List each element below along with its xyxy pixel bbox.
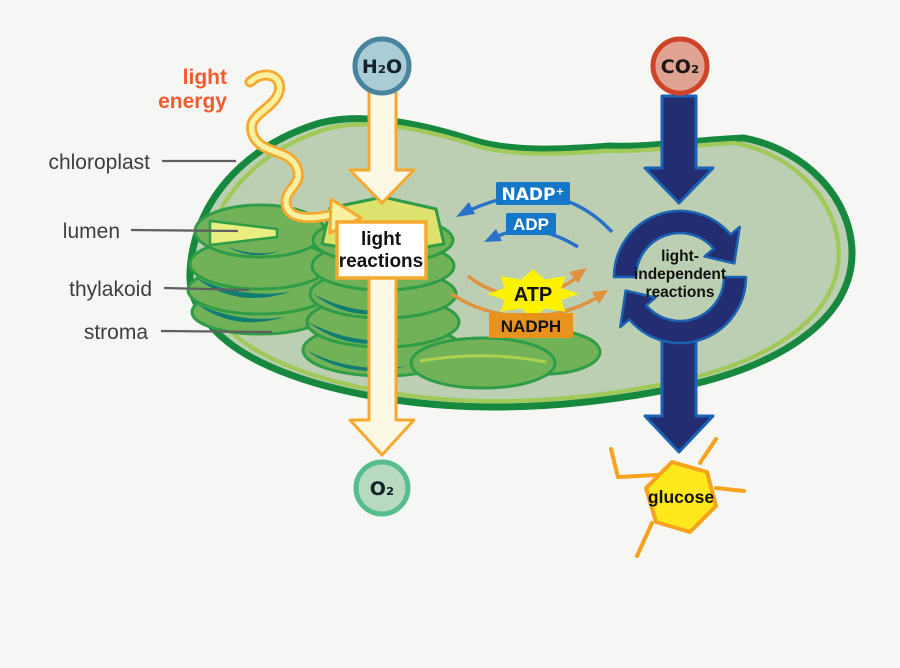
- light-reactions-label-line2: reactions: [339, 251, 423, 272]
- glucose-bond: [698, 437, 718, 465]
- o2-molecule: O₂: [353, 459, 411, 517]
- light-energy-label-line1: light: [183, 66, 227, 89]
- o2-molecule-badge: [353, 459, 411, 517]
- adp-return-arrowhead-icon: [484, 229, 502, 242]
- light-independent-label-line1: light-: [661, 248, 699, 265]
- nadph-label: NADPH: [501, 317, 561, 336]
- co2-molecule: CO₂: [650, 36, 710, 96]
- atp-forward-arrowhead-icon: [569, 268, 587, 283]
- nadph-forward-arrowhead-icon: [592, 290, 608, 304]
- light-energy-wave-arrow: [244, 69, 363, 235]
- light-energy-label-line2: energy: [158, 90, 227, 113]
- nadp-label: NADP⁺: [502, 185, 565, 205]
- calvin-cycle: light- independent reactions: [612, 209, 748, 345]
- co2-label: CO₂: [661, 56, 699, 78]
- pointer-line-thylakoid: [163, 286, 250, 292]
- light-independent-label-line2: independent: [634, 266, 726, 283]
- oxygen-output-arrow: [348, 276, 416, 457]
- glucose-bond: [609, 447, 659, 479]
- h2o-label: H₂O: [362, 56, 402, 78]
- thylakoid-disc-highlight: [419, 354, 547, 364]
- thylakoid-shadow: [306, 350, 408, 371]
- cycle-arrow-bottom: [619, 275, 748, 345]
- glucose-hexagon: [644, 460, 718, 534]
- carrier-return-arrows: NADP⁺ ADP: [456, 182, 614, 249]
- thylakoid-shadow: [196, 278, 290, 299]
- h2o-molecule: H₂O: [352, 36, 412, 96]
- water-input-arrow: [348, 89, 416, 205]
- adp-label: ADP: [513, 215, 549, 234]
- light-reactions-box: [335, 220, 428, 280]
- thylakoid-shadow: [228, 247, 280, 256]
- wave-core: [247, 72, 337, 221]
- glucose-output-arrow: [643, 337, 715, 454]
- label-stroma: stroma: [84, 321, 149, 344]
- atp-label: ATP: [514, 284, 553, 306]
- glucose-bond: [714, 486, 746, 493]
- light-reactions: light reactions: [335, 220, 428, 280]
- light-reactions-label-line1: light: [361, 229, 402, 250]
- pointer-line-lumen: [130, 228, 239, 233]
- part-labels: chloroplast lumen thylakoid stroma: [48, 151, 273, 344]
- adp-badge: [506, 213, 556, 235]
- free-thylakoid-discs: [409, 328, 602, 390]
- thylakoid-shadow: [308, 322, 402, 344]
- nadp-return-arrowhead-icon: [456, 202, 475, 217]
- label-lumen: lumen: [63, 220, 120, 243]
- thylakoid-shadow: [197, 304, 285, 323]
- lumen-wedge: [208, 219, 279, 247]
- carrier-forward-arrows: ATP NADPH: [450, 268, 608, 338]
- o2-label: O₂: [370, 478, 394, 500]
- glucose-label: glucose: [648, 487, 714, 507]
- co2-molecule-badge: [650, 36, 710, 96]
- label-thylakoid: thylakoid: [69, 278, 152, 301]
- pointer-line-stroma: [160, 329, 273, 334]
- nadp-badge: [496, 182, 570, 205]
- label-chloroplast: chloroplast: [48, 151, 150, 174]
- thylakoid-shadow: [313, 294, 400, 315]
- cycle-arrow-top: [612, 209, 741, 279]
- atp-starburst: [487, 269, 579, 319]
- glucose-molecule: glucose: [609, 437, 746, 558]
- nadph-badge: [489, 313, 573, 338]
- thylakoid-disc: [409, 336, 557, 390]
- h2o-molecule-badge: [352, 36, 412, 96]
- glucose-bond: [635, 521, 654, 558]
- light-energy-label: light energy: [158, 66, 227, 113]
- light-independent-label-line3: reactions: [646, 284, 715, 301]
- co2-input-arrow: [643, 94, 715, 205]
